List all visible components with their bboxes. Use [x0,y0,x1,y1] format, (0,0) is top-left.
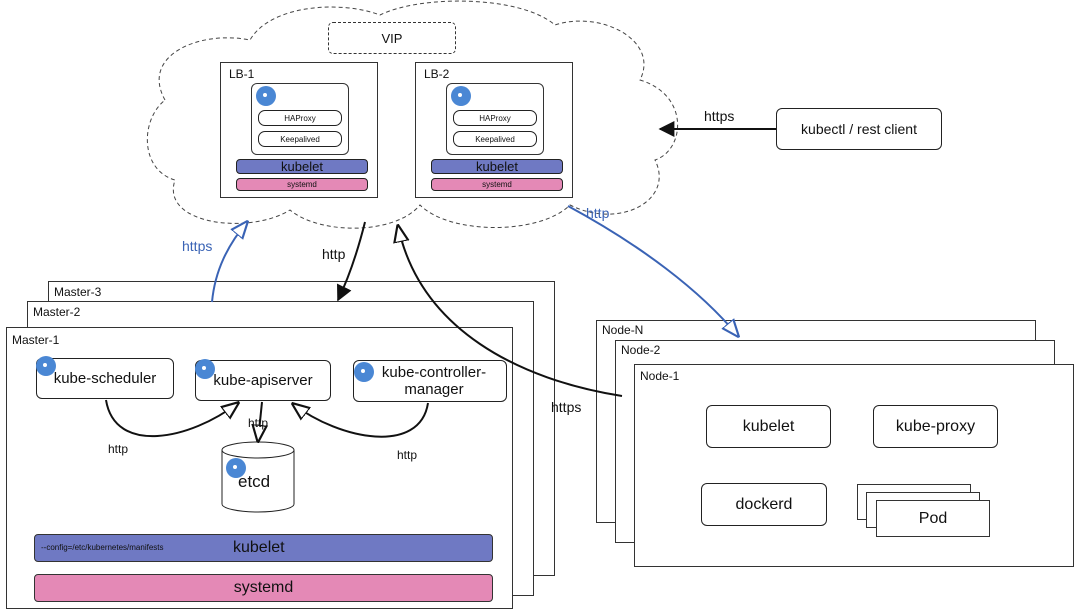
kube-apiserver-gear-icon [197,361,213,377]
lb1-kubelet-bar: kubelet [236,159,368,174]
master-3-title: Master-3 [54,285,102,299]
lb1-title: LB-1 [229,67,255,81]
pod-box: Pod [876,500,990,537]
lb1-box: LB-1 HAProxy Keepalived kubelet systemd [220,62,378,198]
lb2-kubelet-bar: kubelet [431,159,563,174]
scheduler-http-label: http [108,442,129,456]
node-2-title: Node-2 [621,343,661,357]
client-https-label: https [704,108,735,124]
controller-http-label: http [397,448,418,462]
kube-scheduler-gear-icon [38,358,54,374]
kube-apiserver-label: kube-apiserver [213,372,313,389]
lb1-haproxy-label: HAProxy [284,113,316,123]
kube-controller-gear-icon [356,364,372,380]
node-https-lb-label: https [551,399,582,415]
lb2-systemd-bar: systemd [431,178,563,191]
kubectl-client-box: kubectl / rest client [776,108,942,150]
kube-scheduler-label: kube-scheduler [53,370,157,387]
master-kubelet-bar: --config=/etc/kubernetes/manifests kubel… [34,534,493,562]
lb2-pod-box: HAProxy Keepalived [446,83,544,155]
kube-scheduler-box: kube-scheduler [36,358,174,399]
master-kubelet-label: kubelet [233,539,285,556]
dockerd-label: dockerd [735,495,793,513]
lb1-systemd-label: systemd [287,180,317,189]
kube-controller-manager-label: kube-controller-manager [381,364,487,398]
master-2-title: Master-2 [33,305,81,319]
kube-proxy-label: kube-proxy [895,417,976,435]
lb2-title: LB-2 [424,67,450,81]
master-kubelet-flag: --config=/etc/kubernetes/manifests [41,543,164,552]
lb1-keepalived: Keepalived [258,131,342,147]
lb1-systemd-bar: systemd [236,178,368,191]
vip-label: VIP [381,30,403,46]
lb1-pod-box: HAProxy Keepalived [251,83,349,155]
lb1-kubelet-label: kubelet [281,159,323,174]
etcd-label: etcd [238,472,271,491]
lb2-systemd-label: systemd [482,180,512,189]
pod-label: Pod [918,509,948,527]
lb2-haproxy-label: HAProxy [479,113,511,123]
etcd-gear-icon [228,460,244,476]
lb1-keepalived-label: Keepalived [280,134,320,144]
lb2-haproxy: HAProxy [453,110,537,126]
apiserver-etcd-http-label: http [248,416,269,430]
node-kubelet-label: kubelet [742,417,795,435]
kubectl-client-label: kubectl / rest client [801,121,917,137]
lb1-haproxy: HAProxy [258,110,342,126]
node-kubelet-box: kubelet [706,405,831,448]
lb-http-master-label: http [322,246,346,262]
master-https-lb-label: https [182,238,213,254]
lb2-keepalived-label: Keepalived [475,134,515,144]
lb2-gear-icon [453,88,469,104]
kube-proxy-box: kube-proxy [873,405,998,448]
lb1-gear-icon [258,88,274,104]
node-n-title: Node-N [602,323,644,337]
lb-http-node-label: http [586,205,610,221]
kube-apiserver-box: kube-apiserver [195,360,331,401]
vip-box: VIP [328,22,456,54]
kube-controller-manager-box: kube-controller-manager [353,360,507,402]
lb2-box: LB-2 HAProxy Keepalived kubelet systemd [415,62,573,198]
lb2-kubelet-label: kubelet [476,159,518,174]
node-1-box: Node-1 [634,364,1074,567]
master-systemd-bar: systemd [34,574,493,602]
node-1-title: Node-1 [640,369,680,383]
lb2-keepalived: Keepalived [453,131,537,147]
master-1-title: Master-1 [12,333,60,347]
dockerd-box: dockerd [701,483,827,526]
master-systemd-label: systemd [233,579,294,596]
